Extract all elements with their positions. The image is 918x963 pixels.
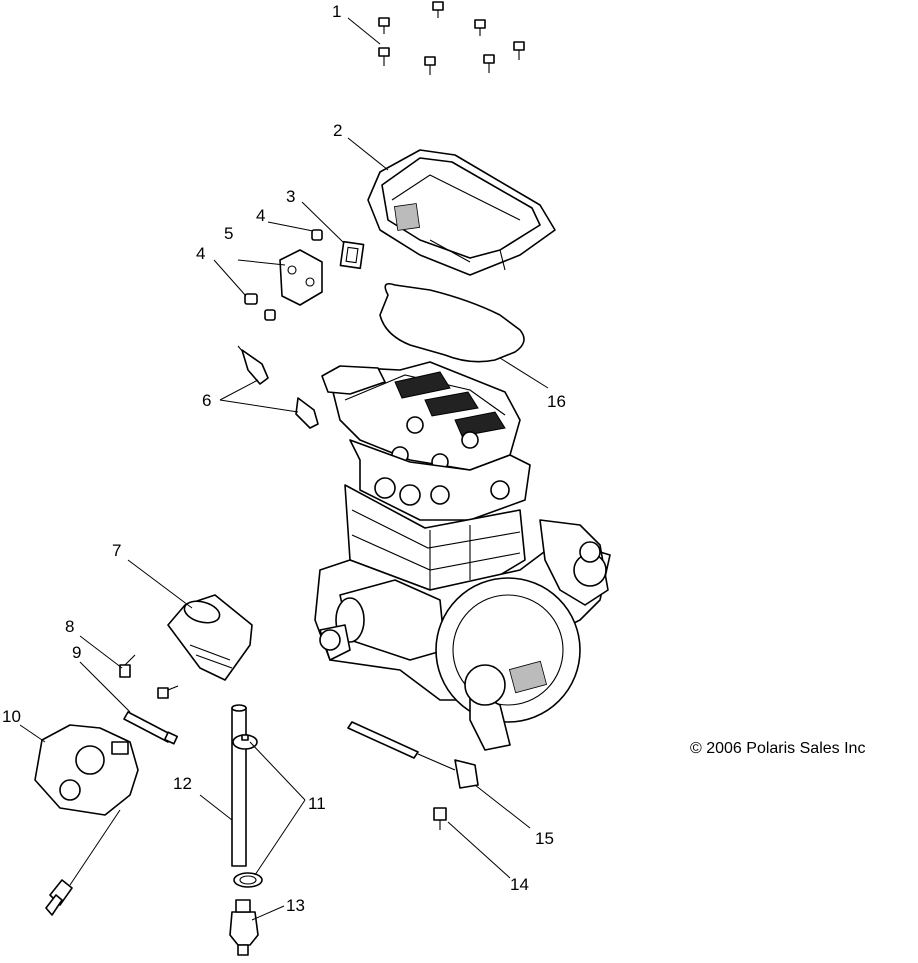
- sensor-upper: [237, 345, 269, 385]
- callout-7: 7: [112, 541, 122, 560]
- nut-4c: [264, 309, 276, 321]
- callout-10: 10: [2, 707, 21, 726]
- callout-8: 8: [65, 617, 75, 636]
- bolt-14: [433, 807, 447, 830]
- valve-cover: [367, 149, 556, 276]
- nut-4a: [311, 229, 323, 241]
- callout-11: 11: [308, 794, 326, 813]
- callout-2: 2: [333, 121, 343, 140]
- callout-15: 15: [535, 829, 554, 848]
- breather-block: [279, 249, 323, 306]
- copyright-notice: © 2006 Polaris Sales Inc: [690, 740, 866, 757]
- callout-5: 5: [224, 224, 234, 243]
- bolt-8: [119, 654, 136, 678]
- callout-6: 6: [202, 391, 212, 410]
- sensor-lower: [295, 397, 319, 429]
- cap-11: [232, 734, 258, 750]
- bolt-group-1: [378, 1, 525, 75]
- probe-15: [347, 721, 479, 789]
- tube: [231, 704, 247, 867]
- callout-9: 9: [72, 643, 82, 662]
- callout-12: 12: [173, 774, 192, 793]
- callout-13: 13: [286, 896, 305, 915]
- callout-3: 3: [286, 187, 296, 206]
- valve-13: [229, 899, 259, 956]
- throttle-body: [34, 724, 139, 916]
- leader-lines: [19, 17, 549, 921]
- callout-4a: 4: [256, 206, 266, 225]
- pin-9: [123, 711, 179, 745]
- cover-gasket: [379, 282, 525, 363]
- callout-14: 14: [510, 875, 529, 894]
- callout-1: 1: [332, 2, 342, 21]
- callout-16: 16: [547, 392, 566, 411]
- nut-4b: [244, 293, 258, 305]
- engine-assembly: [314, 361, 611, 751]
- bolt-small: [157, 685, 179, 699]
- clamp-11: [233, 872, 263, 888]
- callout-4b: 4: [196, 244, 206, 263]
- intake-boot: [167, 594, 253, 681]
- small-gasket: [339, 240, 365, 270]
